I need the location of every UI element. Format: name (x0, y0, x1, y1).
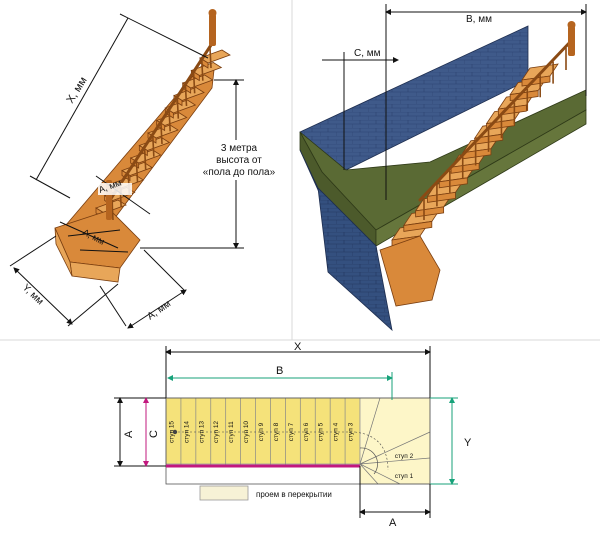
handrail (108, 40, 215, 202)
newel-post (209, 14, 216, 46)
dim-line-x (35, 17, 129, 181)
step-riser (438, 177, 468, 189)
height-line-1: 3 метра (221, 143, 258, 154)
height-line-2: высота от (216, 155, 262, 166)
baluster (111, 199, 114, 221)
winder-lines-plan (359, 397, 431, 485)
height-line-3: «пола до пола» (203, 167, 276, 178)
label-b: B, мм (466, 14, 492, 25)
dim-line-y (13, 267, 73, 325)
opening-area (165, 397, 361, 465)
baluster (160, 123, 163, 145)
winder-landing-right (379, 235, 441, 307)
baluster (201, 60, 204, 81)
step-label: ступ 13 (198, 421, 205, 443)
newel-cap-right (567, 21, 576, 29)
winder-lines (67, 229, 129, 253)
baluster (168, 111, 171, 132)
ext-line-y-top (9, 235, 57, 267)
plan-label-c: C (148, 430, 160, 438)
step-label: ступ 8 (273, 422, 280, 441)
label-y: Y, мм (20, 282, 45, 307)
step-label: ступ 1 (395, 473, 414, 480)
step-riser (403, 220, 433, 232)
baluster (192, 73, 196, 94)
step-label: ступ 2 (395, 453, 414, 460)
baluster (209, 47, 212, 69)
step-riser (450, 162, 480, 174)
step-label: ступ 4 (333, 422, 340, 441)
walk-start-dot (172, 429, 178, 435)
side-wall-lower (317, 186, 393, 332)
step-label: ступ 5 (318, 422, 325, 441)
height-label-bg (200, 140, 278, 180)
newel-cap (208, 9, 217, 17)
baluster (135, 161, 139, 183)
legend-label: проем в перекрытии (256, 490, 332, 499)
step-label: ступ 12 (213, 421, 220, 443)
plan-label-a-left: A (123, 430, 135, 438)
flight-steps-right (391, 63, 559, 247)
baluster (184, 85, 188, 107)
legend-swatch (199, 485, 249, 501)
balusters (111, 47, 212, 221)
label-a-bottom: А, мм (145, 298, 173, 322)
balusters-right (423, 48, 567, 220)
plan-label-b: B (276, 365, 283, 377)
dim-line-a-mid (59, 221, 119, 249)
winder-area (359, 397, 431, 485)
step-label: ступ 9 (258, 422, 265, 441)
plan-label-a-bottom: A (389, 517, 397, 529)
ext-line-x-bottom (29, 175, 71, 199)
baluster (143, 149, 147, 170)
dim-line-a-bottom (127, 289, 187, 329)
label-a-top-bg (98, 183, 132, 195)
step-riser (415, 206, 445, 218)
stair-left: X, мм 3 метра высота от «пола до пола» А… (9, 9, 278, 329)
plan-label-x: X (294, 341, 302, 353)
plan-label-y: Y (464, 437, 472, 449)
ext-line-y-bottom (67, 283, 119, 327)
baluster (152, 136, 155, 157)
handrail-right (418, 38, 574, 202)
ext-line-a-bottom-2 (143, 249, 185, 291)
label-c: C, мм (354, 48, 381, 59)
ext-line-a-bottom-1 (99, 285, 127, 327)
label-x: X, мм (64, 75, 89, 106)
walk-line-curve (354, 431, 389, 471)
winder-arc (359, 447, 378, 475)
baluster (176, 98, 180, 119)
stair-right: B, мм C, мм (299, 4, 587, 332)
plan-frame (165, 397, 431, 485)
ext-line-x-top (119, 13, 209, 59)
newel-post-right (568, 26, 575, 56)
